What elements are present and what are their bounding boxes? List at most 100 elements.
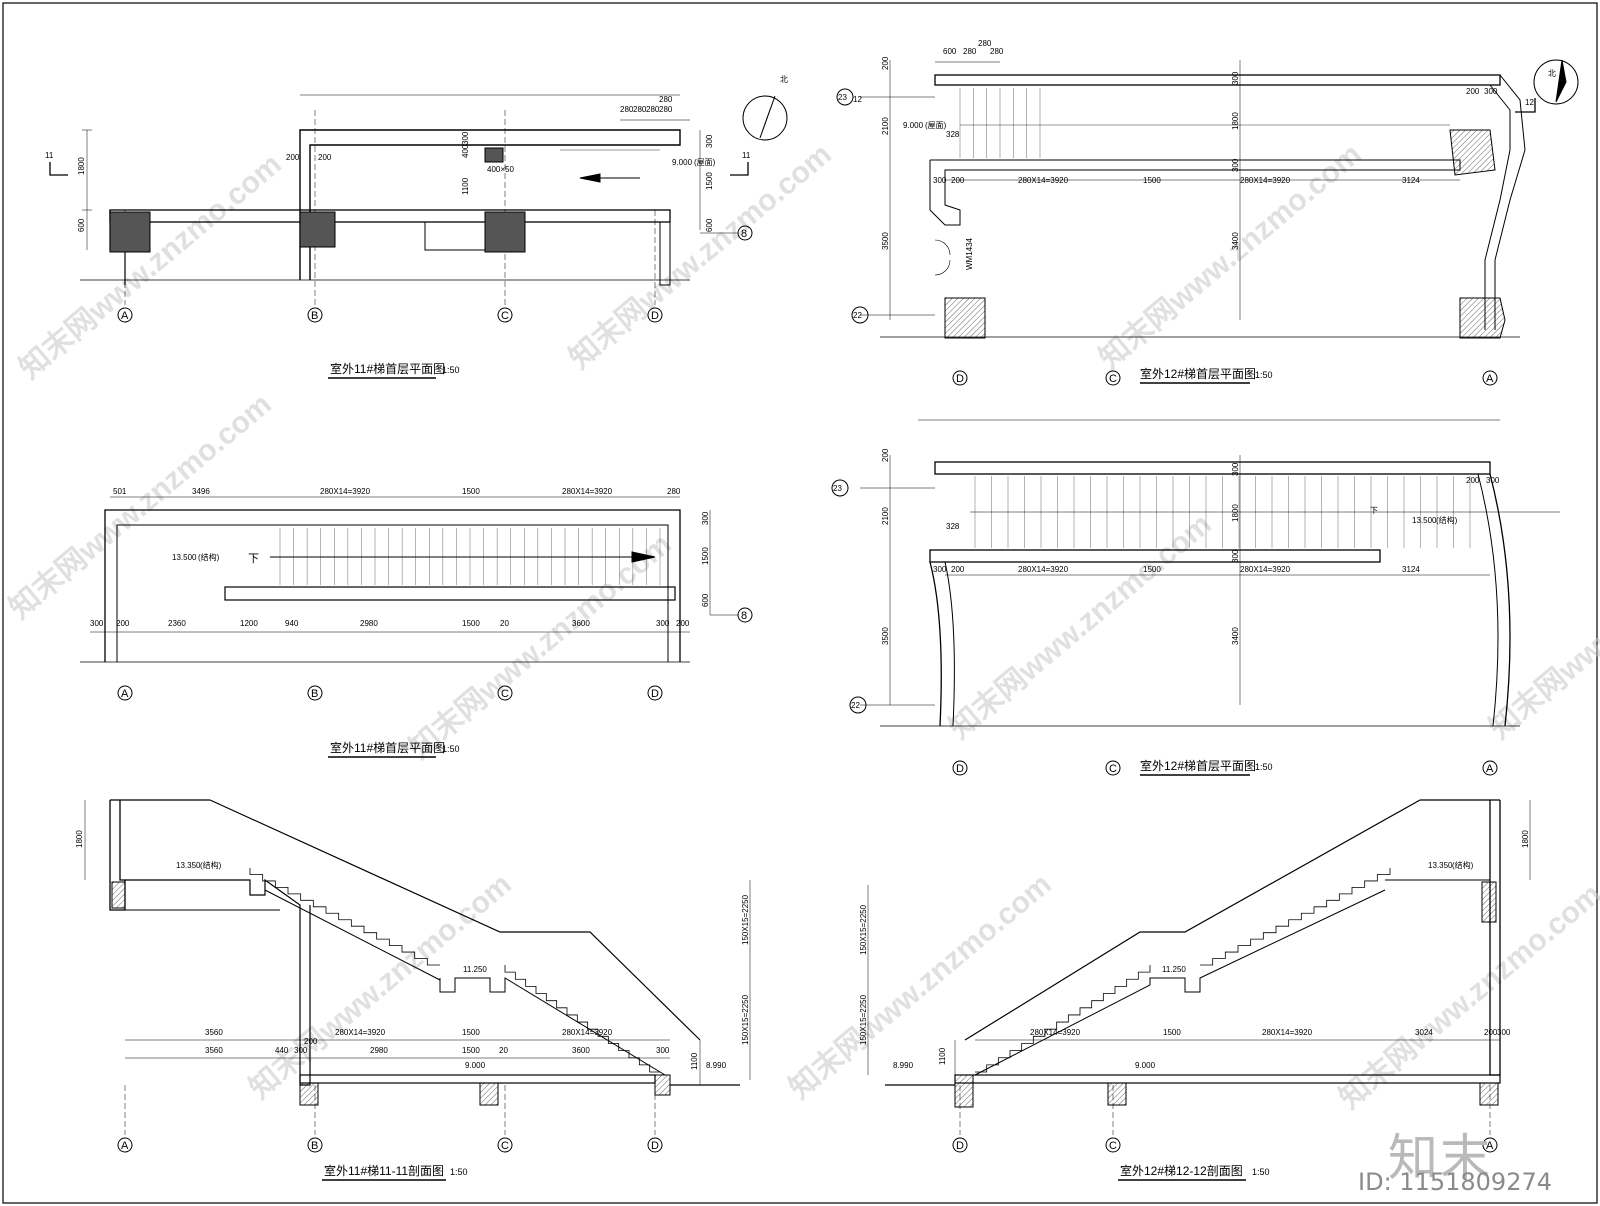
section-11-labels: A B C D 3560 280X14=3920 1500 280X14=392… <box>75 830 750 1181</box>
svg-text:300: 300 <box>701 511 710 525</box>
svg-text:300: 300 <box>656 619 670 628</box>
svg-text:下: 下 <box>1370 506 1378 515</box>
svg-text:300: 300 <box>294 1046 308 1055</box>
svg-text:2980: 2980 <box>370 1046 388 1055</box>
svg-text:C: C <box>501 310 509 322</box>
svg-text:(屋面): (屋面) <box>925 121 947 130</box>
svg-text:200: 200 <box>318 153 332 162</box>
svg-text:600: 600 <box>705 218 714 232</box>
svg-text:200: 200 <box>116 619 130 628</box>
svg-text:12: 12 <box>1525 98 1534 107</box>
svg-text:北: 北 <box>780 75 788 84</box>
svg-text:1500: 1500 <box>462 1046 480 1055</box>
svg-text:B: B <box>311 310 318 322</box>
svg-text:D: D <box>956 1140 964 1152</box>
svg-text:600: 600 <box>77 218 86 232</box>
svg-text:8: 8 <box>741 228 747 240</box>
plan-11-ground <box>49 94 788 323</box>
svg-text:(结构): (结构) <box>1452 860 1474 870</box>
svg-text:C: C <box>1109 1140 1117 1152</box>
svg-text:300: 300 <box>1231 462 1240 476</box>
svg-text:1100: 1100 <box>461 177 470 195</box>
svg-text:280: 280 <box>659 95 673 104</box>
svg-text:1100: 1100 <box>938 1047 947 1065</box>
svg-text:150X15=2250: 150X15=2250 <box>859 994 868 1045</box>
svg-text:3400: 3400 <box>1231 627 1240 645</box>
svg-text:300: 300 <box>1486 476 1500 485</box>
svg-text:A: A <box>1486 763 1494 775</box>
svg-text:280X14=3920: 280X14=3920 <box>562 487 613 496</box>
svg-text:20: 20 <box>499 1046 508 1055</box>
svg-text:11.250: 11.250 <box>463 965 487 974</box>
svg-text:280X14=3920: 280X14=3920 <box>1030 1028 1081 1037</box>
svg-text:1500: 1500 <box>462 1028 480 1037</box>
svg-text:B: B <box>311 688 318 700</box>
svg-text:D: D <box>651 688 659 700</box>
svg-text:200: 200 <box>1484 1028 1498 1037</box>
svg-text:D: D <box>651 1140 659 1152</box>
svg-text:1800: 1800 <box>1231 504 1240 522</box>
svg-text:2980: 2980 <box>360 619 378 628</box>
svg-text:280: 280 <box>990 47 1004 56</box>
svg-text:600: 600 <box>701 593 710 607</box>
svg-text:9.000: 9.000 <box>903 121 924 130</box>
svg-text:280X14=3920: 280X14=3920 <box>1240 176 1291 185</box>
svg-text:2100: 2100 <box>881 507 890 525</box>
svg-text:300: 300 <box>461 131 470 145</box>
svg-text:300: 300 <box>1484 87 1498 96</box>
section-12-labels: D C A 280X14=3920 1500 280X14=3920 3024 … <box>859 830 1530 1181</box>
svg-text:知末网www.znzmo.com: 知末网www.znzmo.com <box>1333 878 1600 1116</box>
svg-text:440: 440 <box>275 1046 289 1055</box>
svg-text:200: 200 <box>286 153 300 162</box>
svg-text:280X14=3920: 280X14=3920 <box>1240 565 1291 574</box>
svg-text:200: 200 <box>881 56 890 70</box>
plan-12-upper <box>831 419 1560 776</box>
svg-text:3024: 3024 <box>1415 1028 1433 1037</box>
svg-text:9.000: 9.000 <box>465 1061 486 1070</box>
svg-text:室外11#梯首层平面图: 室外11#梯首层平面图 <box>330 361 445 376</box>
svg-text:328: 328 <box>946 522 960 531</box>
svg-text:150X15=2250: 150X15=2250 <box>741 894 750 945</box>
svg-text:1500: 1500 <box>462 619 480 628</box>
svg-text:室外11#梯首层平面图: 室外11#梯首层平面图 <box>330 740 445 755</box>
svg-text:200: 200 <box>881 448 890 462</box>
stair-treads <box>249 88 1471 1073</box>
svg-text:室外12#梯首层平面图: 室外12#梯首层平面图 <box>1140 758 1256 773</box>
svg-text:8.990: 8.990 <box>706 1061 727 1070</box>
stair-flight <box>249 868 440 966</box>
stair-flight <box>1200 868 1391 966</box>
svg-text:1200: 1200 <box>240 619 258 628</box>
svg-text:3500: 3500 <box>881 232 890 250</box>
svg-text:280X14=3920: 280X14=3920 <box>320 487 371 496</box>
svg-text:知末网www.znzmo.com: 知末网www.znzmo.com <box>783 868 1057 1106</box>
svg-text:20: 20 <box>500 619 509 628</box>
svg-text:D: D <box>956 763 964 775</box>
svg-text:1:50: 1:50 <box>1255 370 1273 380</box>
svg-text:9.000: 9.000 <box>1135 1061 1156 1070</box>
svg-text:3124: 3124 <box>1402 565 1420 574</box>
section-11-11 <box>84 799 751 1153</box>
plan-11-upper-labels: A B C D 8 501 3496 280X14=3920 1500 280X… <box>90 487 747 758</box>
plan-12-ground <box>836 59 1579 386</box>
plan-11-upper <box>80 496 753 701</box>
svg-text:280: 280 <box>646 105 660 114</box>
svg-text:23: 23 <box>838 93 847 102</box>
plan-11-labels: A B C D 8 11 11 北 280 280 280 280 280 18… <box>45 75 788 379</box>
svg-text:328: 328 <box>946 130 960 139</box>
svg-text:1500: 1500 <box>1163 1028 1181 1037</box>
svg-text:150X15=2250: 150X15=2250 <box>741 994 750 1045</box>
plan-12-upper-labels: D C A 23 22 200 2100 3500 300 1800 300 3… <box>833 448 1500 776</box>
svg-text:C: C <box>1109 763 1117 775</box>
svg-text:13.500: 13.500 <box>1412 516 1437 525</box>
svg-text:280: 280 <box>633 105 647 114</box>
svg-text:A: A <box>121 688 129 700</box>
svg-text:150X15=2250: 150X15=2250 <box>859 904 868 955</box>
svg-text:200: 200 <box>951 565 965 574</box>
svg-text:280: 280 <box>667 487 681 496</box>
stair-flight <box>975 965 1151 1073</box>
svg-text:A: A <box>1486 373 1494 385</box>
svg-text:C: C <box>501 688 509 700</box>
svg-text:23: 23 <box>833 484 842 493</box>
